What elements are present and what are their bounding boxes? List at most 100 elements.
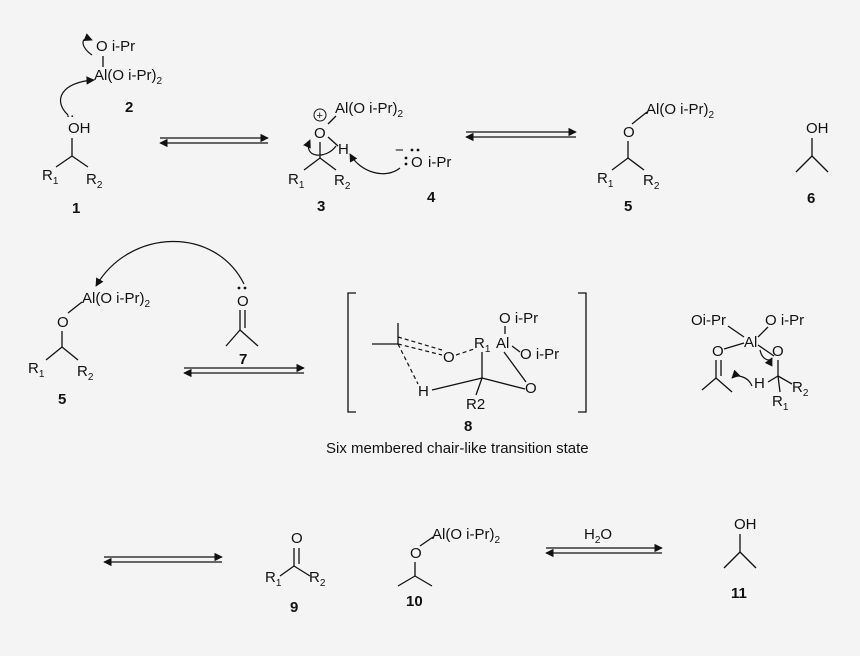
c-h-bond: [767, 375, 779, 383]
curved-arrow-o-to-al: [82, 33, 93, 56]
o-h-bond: [327, 136, 339, 147]
r2-label: R2: [466, 396, 485, 413]
compound-number-9: 9: [290, 599, 298, 616]
hydrogen-label: H: [338, 141, 349, 158]
compound-9: O R1 R2 9: [265, 530, 326, 616]
c-r2-bond: [61, 346, 79, 361]
hydroxyl-label: OH: [734, 516, 757, 533]
compound-number-3: 3: [317, 198, 325, 215]
c-r2-bond: [293, 565, 311, 577]
r1-label: R1: [772, 393, 789, 413]
r2-label: R2: [643, 172, 660, 192]
isopropoxy-label-2: O i-Pr: [520, 346, 559, 363]
right-bracket: [578, 292, 587, 413]
r2-label: R2: [792, 379, 809, 399]
c-r1-bond: [777, 375, 781, 393]
r1-label: R1: [474, 335, 491, 355]
equilibrium-arrow-1: [159, 133, 269, 148]
positive-charge-icon: [313, 108, 327, 122]
curved-arrow-hydride-shift: [731, 369, 753, 387]
c-r1-bond: [303, 157, 321, 171]
compound-number-10: 10: [406, 593, 423, 610]
r1-label: R1: [42, 167, 59, 187]
compound-11: OH 11: [723, 516, 757, 602]
c-methyl-bond-2: [414, 575, 433, 587]
compound-3: + Al(O i-Pr)2 O H R1 R2 3: [288, 100, 404, 215]
forming-bond-c-o-2: [397, 336, 443, 351]
r2-label: R2: [334, 172, 351, 192]
aluminum-isopropoxide-label: Al(O i-Pr)2: [432, 526, 501, 546]
compound-6: OH 6: [795, 120, 829, 207]
o-al-bond: [327, 115, 337, 125]
r1-label: R1: [288, 171, 305, 191]
al-o-bond: [67, 301, 83, 314]
r1-label: R1: [265, 569, 282, 589]
o-c-bond: [481, 377, 526, 390]
oxygen-label: O: [443, 349, 455, 366]
hydrogen-label: H: [418, 383, 429, 400]
r1-label: R1: [597, 170, 614, 190]
c-methyl-bond-1: [397, 575, 416, 587]
oxygen-label: O: [411, 154, 423, 171]
c-methyl-bond-1: [723, 551, 741, 569]
compound-1: .. OH R1 R2 1: [42, 76, 103, 217]
al-o-bond-2: [757, 326, 769, 338]
compound-7: O 7: [225, 286, 259, 368]
methyl-bond-1: [701, 377, 717, 391]
compound-number-5: 5: [58, 391, 66, 408]
c-methyl-bond-1: [795, 155, 813, 173]
hydrogen-label: H: [754, 375, 765, 392]
aluminum-isopropoxide-label: Al(O i-Pr)2: [82, 290, 151, 310]
water-label: H2O: [584, 526, 612, 546]
compound-10: Al(O i-Pr)2 O 10: [397, 526, 501, 610]
oxygen-label: O: [314, 125, 326, 142]
al-o-bond-carbonyl: [723, 342, 745, 350]
alkoxide-oxygen-label: O: [772, 343, 784, 360]
c-methyl-bond-2: [739, 551, 757, 569]
compound-number-8: 8: [464, 418, 472, 435]
equilibrium-arrow-4: [103, 552, 223, 567]
hydroxyl-label: OH: [806, 120, 829, 137]
c-r2-bond: [475, 377, 483, 396]
compound-5-left: Al(O i-Pr)2 O R1 R2 5: [28, 290, 151, 408]
compound-number-11: 11: [731, 585, 747, 602]
aluminum-label: Al: [496, 335, 509, 352]
aluminum-isopropoxide-label: Al(O i-Pr)2: [335, 100, 404, 120]
r2-label: R2: [77, 363, 94, 383]
al-o-bond-3: [503, 351, 527, 383]
compound-number-4: 4: [427, 189, 436, 206]
compound-4: − O i-Pr 4: [349, 142, 451, 206]
c-r2-bond: [777, 375, 793, 385]
curved-arrow-al-o: [759, 349, 773, 367]
aluminum-label: Al: [744, 334, 757, 351]
c-methyl-bond-2: [811, 155, 829, 173]
equilibrium-arrow-2: [465, 127, 577, 142]
oxygen-label: O: [410, 545, 422, 562]
equilibrium-arrow-3: [183, 363, 305, 378]
isopropoxy-label: O i-Pr: [96, 38, 135, 55]
hydroxyl-label: OH: [68, 120, 91, 137]
curved-arrow-bond-to-o: [303, 139, 337, 156]
compound-number-2: 2: [125, 99, 133, 116]
transition-state-arrows: Oi-Pr Al O i-Pr O O H R2 R1: [691, 312, 809, 413]
compound-5-top: Al(O i-Pr)2 O R1 R2 5: [597, 101, 715, 215]
c-h-bond: [431, 377, 483, 391]
c-r1-bond: [55, 155, 73, 168]
isopropyl-label: i-Pr: [428, 154, 451, 171]
c-r2-bond: [627, 157, 645, 171]
c-r1-bond: [279, 565, 295, 577]
compound-number-7: 7: [239, 351, 247, 368]
curved-arrow-oh-to-al: [59, 76, 95, 116]
compound-number-5: 5: [624, 198, 632, 215]
r1-label: R1: [28, 360, 45, 380]
oxygen-label: O: [623, 124, 635, 141]
c-r2-bond: [319, 157, 337, 171]
isopropoxy-label-1: O i-Pr: [499, 310, 538, 327]
curved-arrow-ketone-to-al: [95, 240, 245, 287]
compound-number-1: 1: [72, 200, 80, 217]
carbonyl-oxygen-label: O: [712, 343, 724, 360]
oxygen-label: O: [57, 314, 69, 331]
o-r-dashed-bond: [455, 348, 475, 356]
forming-bond-c-h: [397, 343, 419, 385]
